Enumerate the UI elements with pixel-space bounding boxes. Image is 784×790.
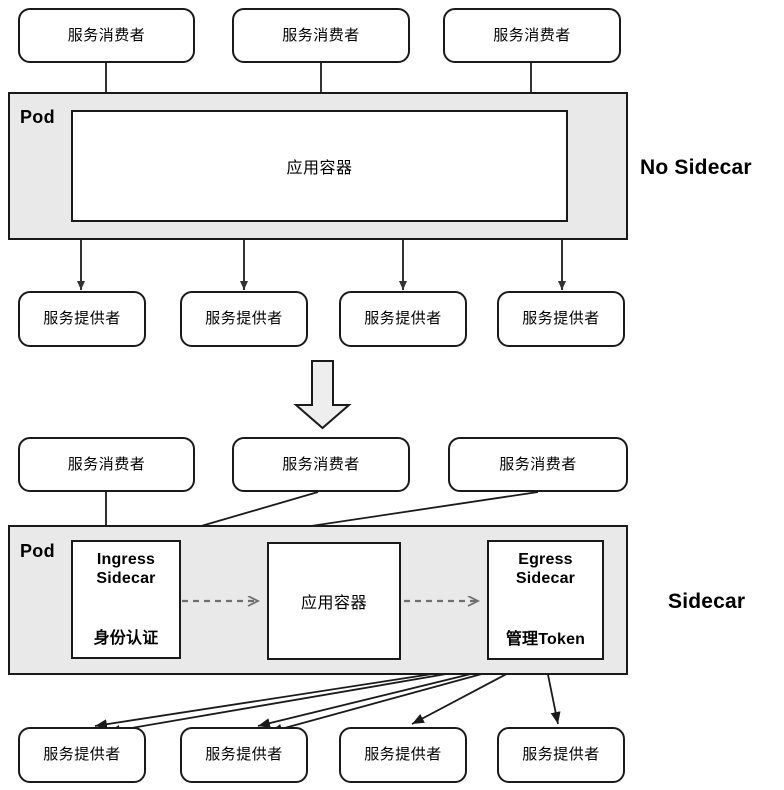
top-consumer-1[interactable]: 服务消费者 xyxy=(18,8,195,63)
bottom-app-container-label: 应用容器 xyxy=(300,595,367,612)
bottom-consumer-3-label: 服务消费者 xyxy=(499,455,577,473)
top-consumer-2[interactable]: 服务消费者 xyxy=(232,8,410,63)
ingress-sidecar-title-line2: Sidecar xyxy=(96,569,156,587)
top-provider-3[interactable]: 服务提供者 xyxy=(339,291,467,347)
egress-sidecar-title: Egress Sidecar xyxy=(516,551,575,589)
transition-block-arrow xyxy=(293,360,352,430)
bottom-provider-4-label: 服务提供者 xyxy=(522,746,600,763)
top-provider-4[interactable]: 服务提供者 xyxy=(497,291,625,347)
top-consumer-2-label: 服务消费者 xyxy=(282,26,360,44)
egress-sidecar-title-line1: Egress xyxy=(518,551,573,568)
ingress-sidecar-subtitle: 身份认证 xyxy=(93,630,159,648)
top-app-container-label: 应用容器 xyxy=(286,160,353,177)
bottom-consumer-3[interactable]: 服务消费者 xyxy=(448,437,628,492)
top-provider-1[interactable]: 服务提供者 xyxy=(18,291,146,347)
bottom-provider-4[interactable]: 服务提供者 xyxy=(497,727,625,783)
ingress-sidecar-title: Ingress Sidecar xyxy=(96,551,155,589)
top-app-container[interactable]: 应用容器 xyxy=(71,110,568,222)
egress-sidecar-subtitle: 管理Token xyxy=(505,631,586,649)
egress-sidecar-title-line2: Sidecar xyxy=(515,569,576,587)
ingress-sidecar-box[interactable]: Ingress Sidecar 身份认证 xyxy=(71,540,181,659)
sidecar-label: Sidecar xyxy=(668,590,746,613)
bottom-consumer-1-label: 服务消费者 xyxy=(67,455,146,473)
top-consumer-3-label: 服务消费者 xyxy=(493,26,571,44)
top-provider-3-label: 服务提供者 xyxy=(364,310,442,327)
bottom-provider-1[interactable]: 服务提供者 xyxy=(18,727,146,783)
top-provider-4-label: 服务提供者 xyxy=(522,310,600,327)
bottom-app-container[interactable]: 应用容器 xyxy=(267,542,401,660)
bottom-provider-3-label: 服务提供者 xyxy=(364,746,442,763)
bottom-provider-2-label: 服务提供者 xyxy=(205,746,283,763)
top-consumer-1-label: 服务消费者 xyxy=(67,26,146,44)
bottom-pod-label: Pod xyxy=(20,541,55,561)
bottom-provider-3[interactable]: 服务提供者 xyxy=(339,727,467,783)
bottom-provider-2[interactable]: 服务提供者 xyxy=(180,727,308,783)
bottom-consumer-1[interactable]: 服务消费者 xyxy=(18,437,195,492)
ingress-sidecar-title-line1: Ingress xyxy=(96,551,156,568)
bottom-consumer-2-label: 服务消费者 xyxy=(282,455,360,473)
top-provider-1-label: 服务提供者 xyxy=(43,310,121,327)
no-sidecar-label: No Sidecar xyxy=(640,156,752,179)
egress-sidecar-box[interactable]: Egress Sidecar 管理Token xyxy=(487,540,604,660)
top-pod-label: Pod xyxy=(20,107,55,127)
bottom-provider-1-label: 服务提供者 xyxy=(43,746,121,763)
top-consumer-3[interactable]: 服务消费者 xyxy=(443,8,621,63)
top-provider-2[interactable]: 服务提供者 xyxy=(180,291,308,347)
top-provider-2-label: 服务提供者 xyxy=(205,310,283,327)
bottom-consumer-2[interactable]: 服务消费者 xyxy=(232,437,410,492)
